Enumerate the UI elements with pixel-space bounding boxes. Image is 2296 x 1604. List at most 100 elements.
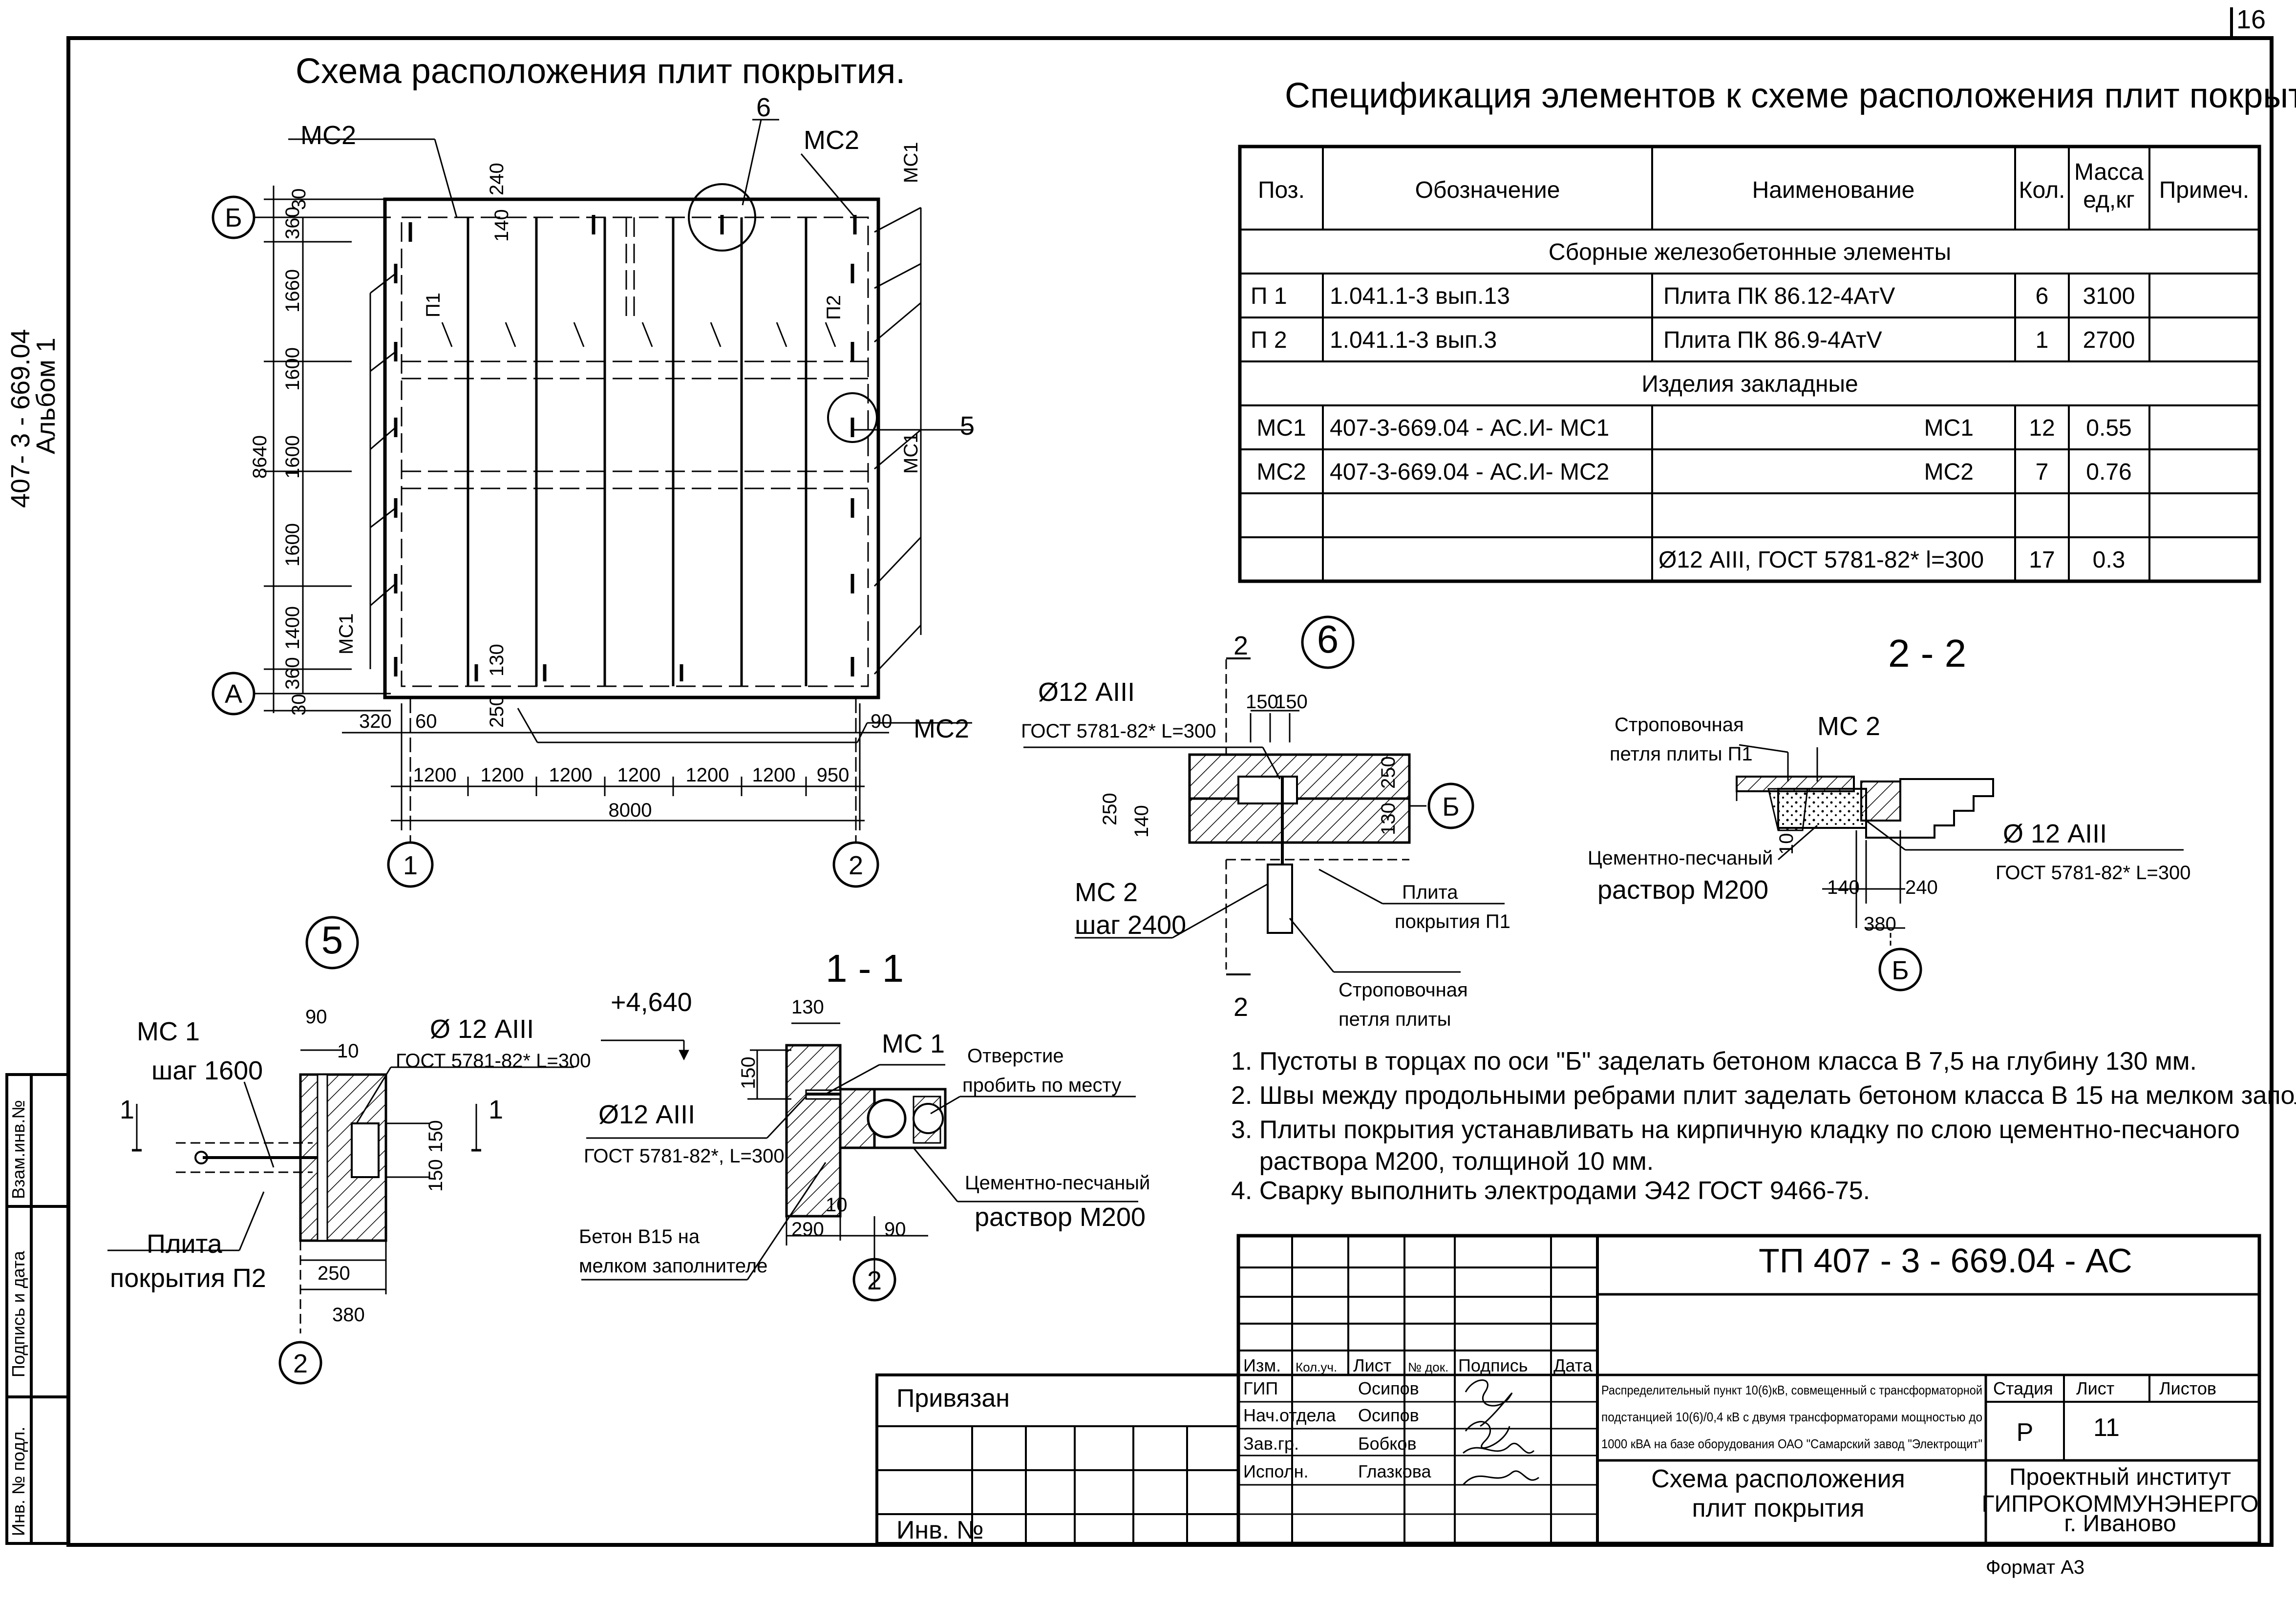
node5-ms1-1: МС 1 bbox=[137, 1017, 200, 1046]
stamp-sheet: 11 bbox=[2093, 1414, 2120, 1442]
sec22-bar-1: Ø 12 АIII bbox=[2003, 819, 2107, 848]
stamp-tied: Привязан bbox=[896, 1384, 1010, 1413]
sec22-d380: 380 bbox=[1864, 913, 1896, 935]
plan-ms1-label-mid: МС1 bbox=[900, 433, 922, 474]
spec-header-name: Наименование bbox=[1752, 177, 1915, 203]
note-3b: раствора М200, толщиной 10 мм. bbox=[1231, 1147, 1654, 1176]
dim-1400: 1400 bbox=[282, 606, 303, 650]
stamp-object-1: Распределительный пункт 10(6)кВ, совмеще… bbox=[1601, 1383, 1982, 1397]
dim-total-8640: 8640 bbox=[249, 435, 271, 479]
sec11-d90: 90 bbox=[884, 1219, 906, 1240]
spec-row2-mass: 2700 bbox=[2083, 327, 2135, 353]
dim-250: 250 bbox=[486, 695, 508, 728]
dim-320: 320 bbox=[359, 711, 392, 732]
node6-slab-1: Плита bbox=[1402, 882, 1458, 903]
node5-detail bbox=[107, 1049, 574, 1385]
sec11-concrete-1: Бетон В15 на bbox=[579, 1226, 700, 1247]
spec-header-designation: Обозначение bbox=[1415, 177, 1560, 203]
sec22-bar-2: ГОСТ 5781-82* L=300 bbox=[1996, 862, 2190, 884]
node5-d250: 250 bbox=[318, 1263, 350, 1284]
spec-title: Спецификация элементов к схеме расположе… bbox=[1285, 76, 2296, 115]
node5-d10: 10 bbox=[337, 1040, 359, 1062]
sec11-d150: 150 bbox=[738, 1056, 759, 1089]
sec22-title: 2 - 2 bbox=[1888, 632, 1966, 675]
sec11-concrete-2: мелком заполнителе bbox=[579, 1255, 767, 1277]
spec-header-pos: Поз. bbox=[1258, 177, 1305, 203]
stamp-h-date: Дата bbox=[1553, 1355, 1593, 1375]
spec-row2-designation: 1.041.1-3 вып.3 bbox=[1330, 327, 1497, 353]
dim-bay-6: 1200 bbox=[752, 764, 796, 786]
sec22-mortar-1: Цементно-песчаный bbox=[1588, 847, 1773, 869]
node6-d150a: 150 bbox=[1246, 691, 1278, 713]
node6-detail bbox=[1023, 657, 1505, 975]
stamp-role-3: Исполн. bbox=[1243, 1461, 1309, 1481]
sec22-axis: Б bbox=[1892, 956, 1909, 985]
dim-1600-a: 1600 bbox=[282, 347, 303, 391]
sec11-axis: 2 bbox=[867, 1266, 882, 1295]
node5-callout: 5 bbox=[321, 918, 343, 962]
node6-callout: 6 bbox=[1317, 617, 1339, 661]
sec22-d10: 10 bbox=[1776, 833, 1797, 855]
node5-ms1-2: шаг 1600 bbox=[151, 1056, 263, 1085]
node5-cut-left: 1 bbox=[120, 1095, 134, 1124]
node6-axis: Б bbox=[1442, 792, 1459, 822]
spec-row4-name: МС2 bbox=[1924, 459, 1974, 485]
spec-row3-name: МС1 bbox=[1924, 415, 1974, 441]
spec-row-bar-mass: 0.3 bbox=[2093, 547, 2126, 573]
dim-60: 60 bbox=[415, 711, 437, 732]
sec22-mortar-2: раствор М200 bbox=[1597, 875, 1768, 905]
stamp-h-izm: Изм. bbox=[1243, 1355, 1281, 1375]
stamp-role-1: Нач.отдела bbox=[1243, 1405, 1336, 1425]
spec-row4-designation: 407-3-669.04 - АС.И- МС2 bbox=[1330, 459, 1609, 485]
spec-group-1: Сборные железобетонные элементы bbox=[1549, 239, 1951, 265]
stamp-org-2: ГИПРОКОММУНЭНЕРГО bbox=[1982, 1491, 2259, 1517]
node6-bar-2: ГОСТ 5781-82* L=300 bbox=[1021, 720, 1216, 742]
dim-bay-2: 1200 bbox=[481, 764, 524, 786]
node5-callout-circle bbox=[305, 916, 359, 970]
node5-slab-2: покрытия П2 bbox=[110, 1264, 266, 1293]
axis-a-label: А bbox=[225, 679, 242, 709]
dim-1660: 1660 bbox=[282, 269, 303, 313]
sec11-d130: 130 bbox=[791, 996, 824, 1018]
dim-360: 360 bbox=[282, 207, 303, 239]
node6-d250l: 250 bbox=[1099, 793, 1121, 825]
plan-ms2-bottom: МС2 bbox=[914, 714, 969, 743]
dim-240: 240 bbox=[486, 163, 508, 195]
stamp-h-kol: Кол.уч. bbox=[1296, 1360, 1337, 1374]
stamp-org-1: Проектный институт bbox=[2009, 1464, 2231, 1490]
note-3: 3. Плиты покрытия устанавливать на кирпи… bbox=[1231, 1116, 2240, 1144]
plan-p1-label: П1 bbox=[423, 293, 444, 317]
stamp-drawing-title-2: плит покрытия bbox=[1692, 1494, 1865, 1522]
plan-p2-label: П2 bbox=[823, 295, 845, 320]
stamp-stage: Р bbox=[2017, 1418, 2034, 1447]
plan-title: Схема расположения плит покрытия. bbox=[296, 52, 905, 91]
sec11-bar-1: Ø12 АIII bbox=[598, 1100, 695, 1129]
stamp-drawing-title-1: Схема расположения bbox=[1651, 1465, 1905, 1493]
dim-bot-30: 30 bbox=[288, 694, 310, 716]
node6-callout-circle bbox=[1301, 615, 1355, 669]
stamp-sheet-label: Лист bbox=[2076, 1378, 2114, 1398]
sec11-mortar-1: Цементно-песчаный bbox=[965, 1172, 1150, 1194]
node5-bar-1: Ø 12 АIII bbox=[430, 1014, 534, 1044]
label-vzam-inv: Взам.инв.№ bbox=[8, 1100, 28, 1199]
note-2: 2. Швы между продольными ребрами плит за… bbox=[1231, 1081, 2296, 1110]
stamp-h-doc: № док. bbox=[1408, 1360, 1448, 1374]
label-inv-orig: Инв. № подл. bbox=[8, 1427, 28, 1536]
sheet-frame bbox=[66, 7, 2274, 1547]
node5-cut-right: 1 bbox=[489, 1095, 503, 1124]
node5-bar-2: ГОСТ 5781-82* L=300 bbox=[396, 1050, 591, 1072]
spec-row1-pos: П 1 bbox=[1251, 283, 1287, 309]
node6-d140: 140 bbox=[1131, 805, 1152, 838]
sec22-d140: 140 bbox=[1827, 877, 1860, 898]
spec-row3-qty: 12 bbox=[2029, 415, 2055, 441]
node5-d380: 380 bbox=[332, 1304, 365, 1326]
stamp-name-0: Осипов bbox=[1358, 1378, 1419, 1398]
spec-row3-pos: МС1 bbox=[1256, 415, 1306, 441]
sheet-number: 16 bbox=[2236, 5, 2266, 34]
stamp-name-2: Бобков bbox=[1358, 1434, 1417, 1454]
spec-row3-mass: 0.55 bbox=[2086, 415, 2131, 441]
spec-row4-pos: МС2 bbox=[1256, 459, 1306, 485]
axis-2-label: 2 bbox=[849, 851, 863, 880]
spec-row1-qty: 6 bbox=[2036, 283, 2049, 309]
